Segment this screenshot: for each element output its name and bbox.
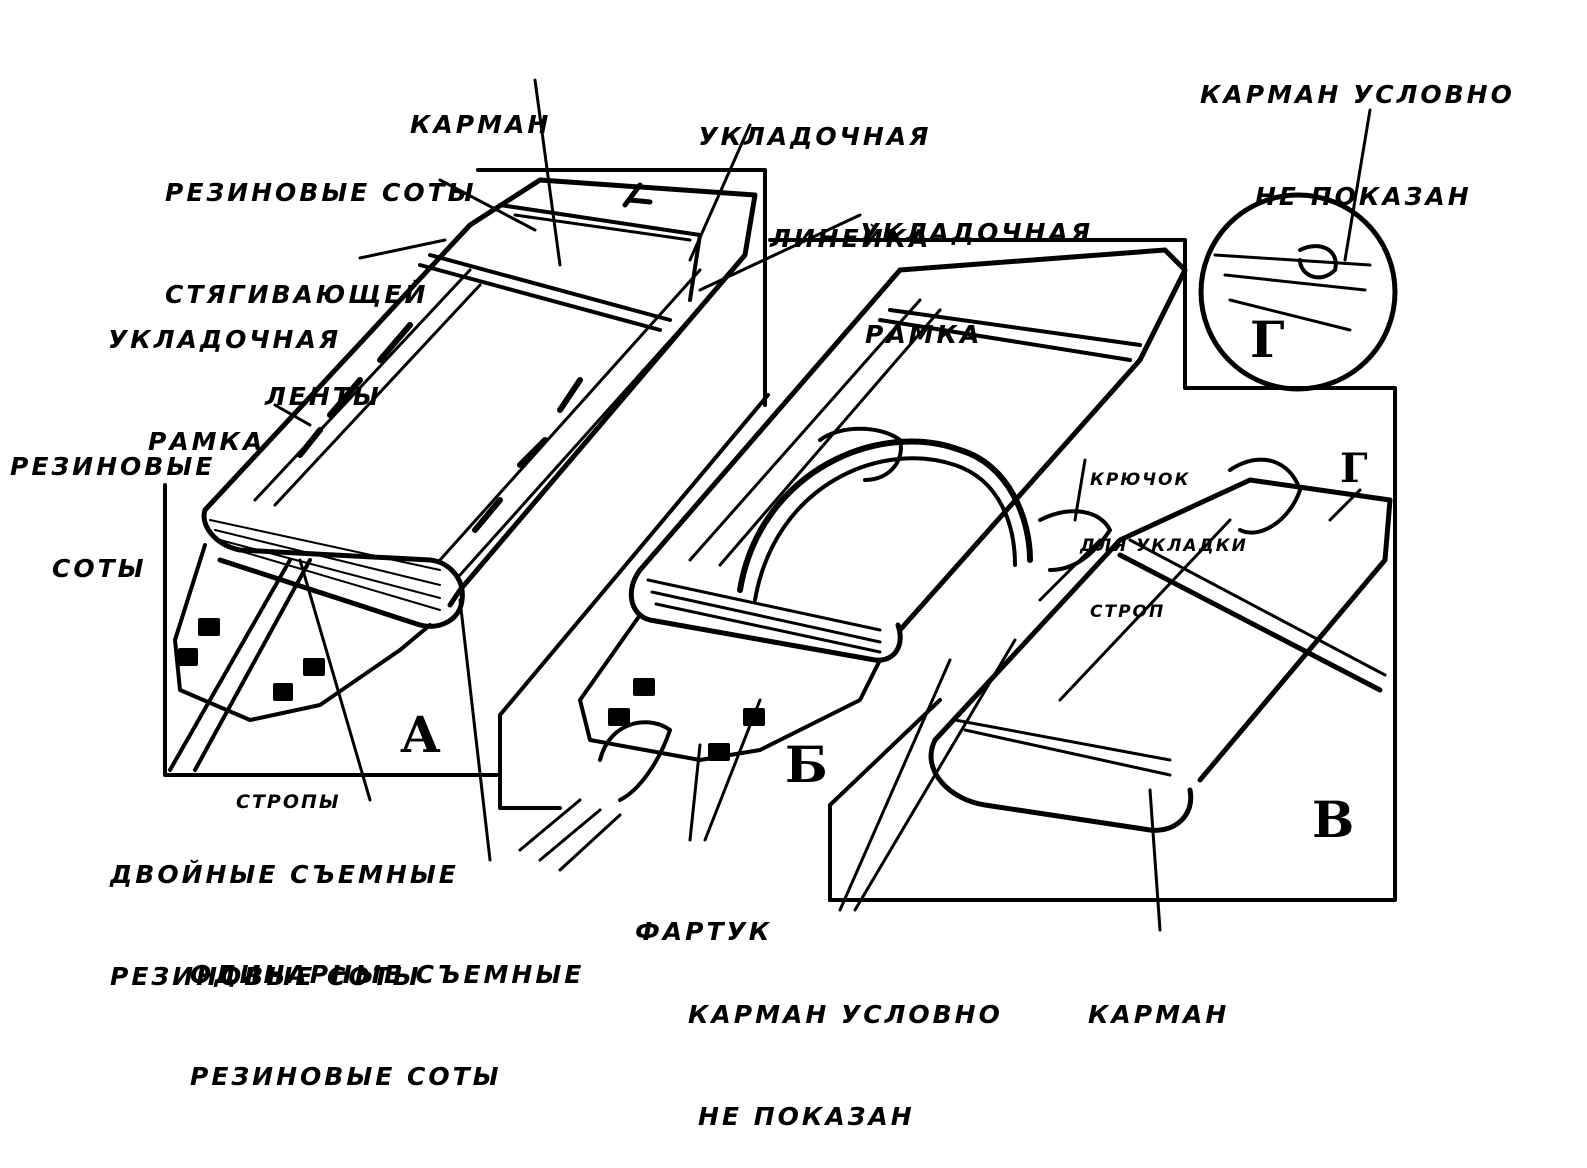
leader-karman-uslovno-top (1343, 108, 1372, 262)
stropy-a (168, 558, 312, 772)
label-kryuchok: КРЮЧОК ДЛЯ УКЛАДКИ СТРОП (1080, 470, 1248, 622)
label-ukladochnaya-lineika: УКЛАДОЧНАЯ ЛИНЕЙКА (698, 122, 932, 253)
panel-letter-v: В (1312, 790, 1355, 849)
leader-g-marker (1328, 488, 1362, 522)
lineika-a (513, 213, 692, 242)
label-karman-uslovno-top: КАРМАН УСЛОВНО НЕ ПОКАЗАН (1200, 80, 1515, 211)
label-fartuk: ФАРТУК (635, 917, 773, 946)
leader-fartuk (688, 698, 762, 842)
label-karman-uslovno-bottom: КАРМАН УСЛОВНО НЕ ПОКАЗАН (688, 1000, 1003, 1131)
arc-b (737, 438, 1033, 593)
leader-karman-top (533, 78, 562, 267)
label-stropy: СТРОПЫ (236, 791, 341, 813)
leader-dvoinye (298, 558, 372, 802)
label-rezinovye-soty: РЕЗИНОВЫЕ СОТЫ (10, 452, 216, 583)
panel-letter-g-marker: Г (1340, 445, 1368, 492)
hand-c (1038, 509, 1112, 572)
label-karman-bottom: КАРМАН (1088, 1000, 1230, 1029)
label-ukladochnaya-ramka-left: УКЛАДОЧНАЯ РАМКА (108, 325, 342, 456)
leader-ukl-ramka-left (358, 238, 447, 260)
hand-b-lower (598, 720, 672, 802)
leader-kryuchok (1073, 458, 1087, 522)
apron-b (578, 613, 882, 762)
hand-c-right (1228, 457, 1302, 535)
pack-b-body (637, 247, 1188, 633)
stropy-b (518, 798, 622, 872)
leader-ukl-lineika (688, 123, 752, 262)
leader-rez-soty-lenty (438, 178, 537, 232)
leader-rez-soty (273, 403, 312, 427)
label-odinarnye-semnye: ОДИНАРНЫЕ СЪЕМНЫЕ РЕЗИНОВЫЕ СОТЫ (190, 960, 585, 1091)
hand-b-upper (818, 426, 903, 482)
leader-odinarnye (458, 598, 492, 862)
diagram-artwork (163, 78, 1398, 932)
inset-circle-g (1198, 192, 1398, 392)
leader-karman-uslovno-bottom (838, 638, 1017, 912)
label-rezinovye-soty-lenty: РЕЗИНОВЫЕ СОТЫ СТЯГИВАЮЩЕЙ ЛЕНТЫ (165, 178, 477, 411)
panel-c-frame (828, 698, 942, 902)
label-karman-top: КАРМАН (410, 110, 552, 139)
pack-c-body (932, 477, 1393, 783)
panel-letter-g-inset: Г (1250, 310, 1285, 369)
leader-karman-bottom (1148, 788, 1162, 932)
label-ukladochnaya-ramka-right: УКЛАДОЧНАЯ РАМКА (860, 218, 1094, 349)
leader-ukl-ramka-right (698, 213, 862, 292)
panel-letter-b: Б (785, 735, 828, 794)
apron-a (173, 543, 432, 722)
panel-a-frame-top (476, 168, 767, 407)
panel-letter-a: А (400, 705, 441, 764)
parachute-packing-diagram: КАРМАН УКЛАДОЧНАЯ ЛИНЕЙКА РЕЗИНОВЫЕ СОТЫ… (10, 78, 1515, 1131)
label-dvoinye-semnye: ДВОЙНЫЕ СЪЕМНЫЕ РЕЗИНОВЫЕ СОТЫ (110, 860, 459, 991)
